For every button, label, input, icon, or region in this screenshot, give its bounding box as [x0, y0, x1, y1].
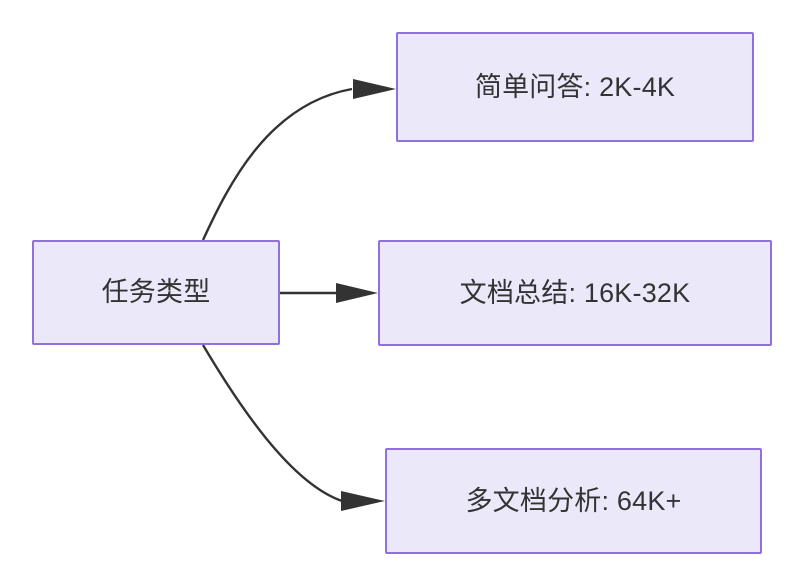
node-simple-qa-label: 简单问答: 2K-4K — [474, 71, 676, 102]
node-multi-doc-label: 多文档分析: 64K+ — [465, 485, 682, 516]
arrowhead-simple-qa — [353, 79, 396, 99]
node-task-type[interactable]: 任务类型 — [32, 240, 280, 345]
node-doc-summary-label: 文档总结: 16K-32K — [459, 277, 691, 308]
arrowhead-multi-doc — [341, 491, 385, 511]
node-doc-summary[interactable]: 文档总结: 16K-32K — [378, 240, 772, 346]
node-task-type-label: 任务类型 — [101, 277, 211, 308]
edge-root-to-multi-doc — [201, 344, 343, 503]
node-simple-qa[interactable]: 简单问答: 2K-4K — [396, 32, 754, 142]
node-multi-doc[interactable]: 多文档分析: 64K+ — [385, 448, 762, 554]
edge-root-to-simple-qa — [201, 87, 353, 241]
arrowhead-doc-summary — [336, 283, 378, 303]
